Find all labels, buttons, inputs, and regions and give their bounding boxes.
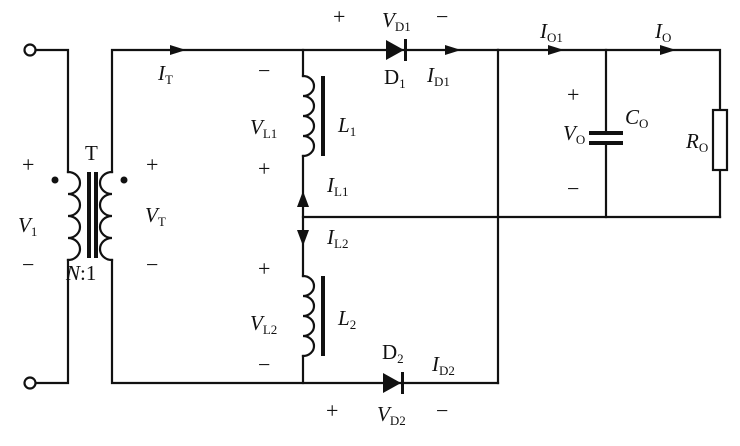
vo-minus: − [567,176,579,201]
io1-arrow [548,45,564,55]
vd1-plus: + [333,4,345,29]
label-v1: V1 [18,213,37,239]
turns-ratio-label: N:1 [65,261,96,285]
primary-winding [66,170,82,262]
label-io1: IO1 [539,19,563,45]
vl2-minus: − [258,352,270,377]
v1-plus: + [22,152,34,177]
output-top-wire [496,48,722,112]
diode-d1-triangle [386,40,404,60]
io-arrow [660,45,676,55]
label-vd2: VD2 [377,402,406,428]
vt-plus: + [146,152,158,177]
il1-arrow [297,191,309,207]
capacitor-co[interactable] [589,48,623,219]
vd2-minus: − [436,398,448,423]
transformer-core-left [87,172,91,258]
transformer-core-right [94,172,98,258]
label-il1: IL1 [326,173,348,199]
resistor-ro[interactable] [711,108,729,172]
secondary-dot [120,176,128,184]
label-d1: D1 [384,65,406,91]
vl1-plus: + [258,156,270,181]
secondary-bottom-wire [110,258,500,385]
input-terminals [23,43,70,390]
transformer-label: T [85,141,98,165]
id1-arrow [445,45,461,55]
label-il2: IL2 [326,225,348,251]
label-id1: ID1 [426,63,450,89]
diode-d1-bar [404,39,407,61]
diode-d2-triangle [383,373,401,393]
vl2-plus: + [258,256,270,281]
primary-top-wire [34,48,70,174]
diode-d1[interactable] [386,39,407,61]
vd2-plus: + [326,398,338,423]
diode-d2[interactable] [383,372,404,394]
vd1-minus: − [436,4,448,29]
v1-minus: − [22,252,34,277]
label-it: IT [157,61,173,87]
inductor-l2-core [321,276,325,356]
capacitor-plate-top [589,131,623,135]
vo-plus: + [567,82,579,107]
label-l2: L2 [337,306,356,332]
inductor-l1-core [321,76,325,156]
label-vt: VT [145,203,166,229]
label-vl2: VL2 [250,311,277,337]
input-terminal-top[interactable] [23,43,37,57]
primary-dot [51,176,59,184]
diode-d2-bar [401,372,404,394]
label-vd1: VD1 [382,8,411,34]
label-vl1: VL1 [250,115,277,141]
vt-minus: − [146,252,158,277]
label-d2: D2 [382,340,404,366]
inductor-l1-coil [301,74,316,158]
vl1-minus: − [258,58,270,83]
il2-arrow [297,230,309,246]
label-io: IO [654,19,671,45]
input-terminal-bottom[interactable] [23,376,37,390]
label-co: CO [625,105,648,131]
secondary-top-wire [110,48,500,174]
inductor-l2-coil [301,274,316,358]
transformer: T N:1 [51,141,128,285]
label-ro: RO [685,129,708,155]
label-vo: VO [563,121,585,147]
primary-bottom-wire [34,258,70,385]
secondary-winding [98,170,114,262]
label-l1: L1 [337,113,356,139]
it-arrow [170,45,186,55]
label-id2: ID2 [431,352,455,378]
